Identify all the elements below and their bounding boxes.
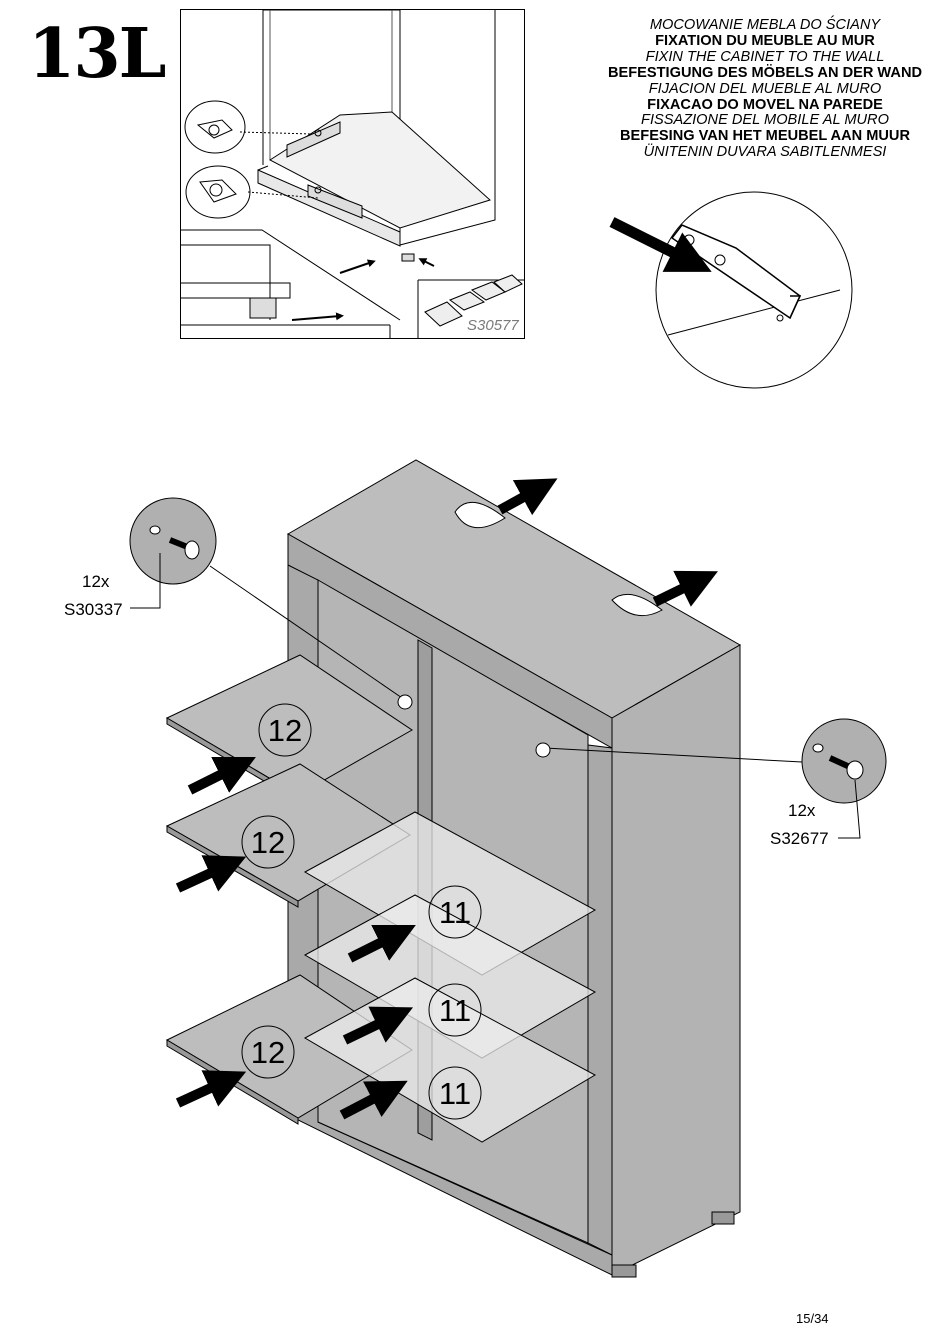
part-number-shelf: 12 <box>267 713 303 748</box>
insertion-arrows <box>175 757 416 1120</box>
title-line: BEFESTIGUNG DES MÖBELS AN DER WAND <box>607 64 923 81</box>
arrow-icon <box>652 570 718 607</box>
shelf-support-right-detail <box>535 718 887 839</box>
step-number: 13L <box>28 14 166 94</box>
title-block: MOCOWANIE MEBLA DO ŚCIANY FIXATION DU ME… <box>580 17 950 161</box>
title-line: BEFESING VAN HET MEUBEL AAN MUUR <box>620 128 910 145</box>
right-fitting-quantity: 12x <box>788 801 816 820</box>
title-line: FISSAZIONE DEL MOBILE AL MURO <box>641 112 889 129</box>
zoom-circle <box>655 191 853 389</box>
title-line: MOCOWANIE MEBLA DO ŚCIANY <box>649 17 881 33</box>
inset-part-code: S30577 <box>467 317 519 334</box>
arrow-icon <box>497 478 558 516</box>
part-number-shelf: 12 <box>250 1035 286 1070</box>
wall-bracket-detail <box>609 191 853 389</box>
left-fitting-code: S30337 <box>64 600 123 619</box>
inset-drawing <box>180 9 525 338</box>
shelf-support-left-detail <box>129 497 413 710</box>
left-fitting-quantity: 12x <box>82 572 110 591</box>
title-line: ÜNITENIN DUVARA SABITLENMESI <box>643 144 887 161</box>
part-number-glass: 11 <box>438 1076 472 1111</box>
part-number-glass: 11 <box>438 895 472 930</box>
right-fitting-code: S32677 <box>770 829 829 848</box>
page-number: 15/34 <box>796 1311 829 1326</box>
title-line: FIXACAO DO MOVEL NA PAREDE <box>647 96 883 113</box>
part-number-shelf: 12 <box>250 825 286 860</box>
title-line: FIXATION DU MEUBLE AU MUR <box>655 32 875 49</box>
cabinet-side <box>611 644 741 1276</box>
inset-bracket <box>286 121 341 158</box>
part-number-glass: 11 <box>438 993 472 1028</box>
inset-bracket <box>307 184 363 219</box>
title-line: FIJACION DEL MUEBLE AL MURO <box>648 80 882 97</box>
title-line: FIXIN THE CABINET TO THE WALL <box>645 48 885 65</box>
